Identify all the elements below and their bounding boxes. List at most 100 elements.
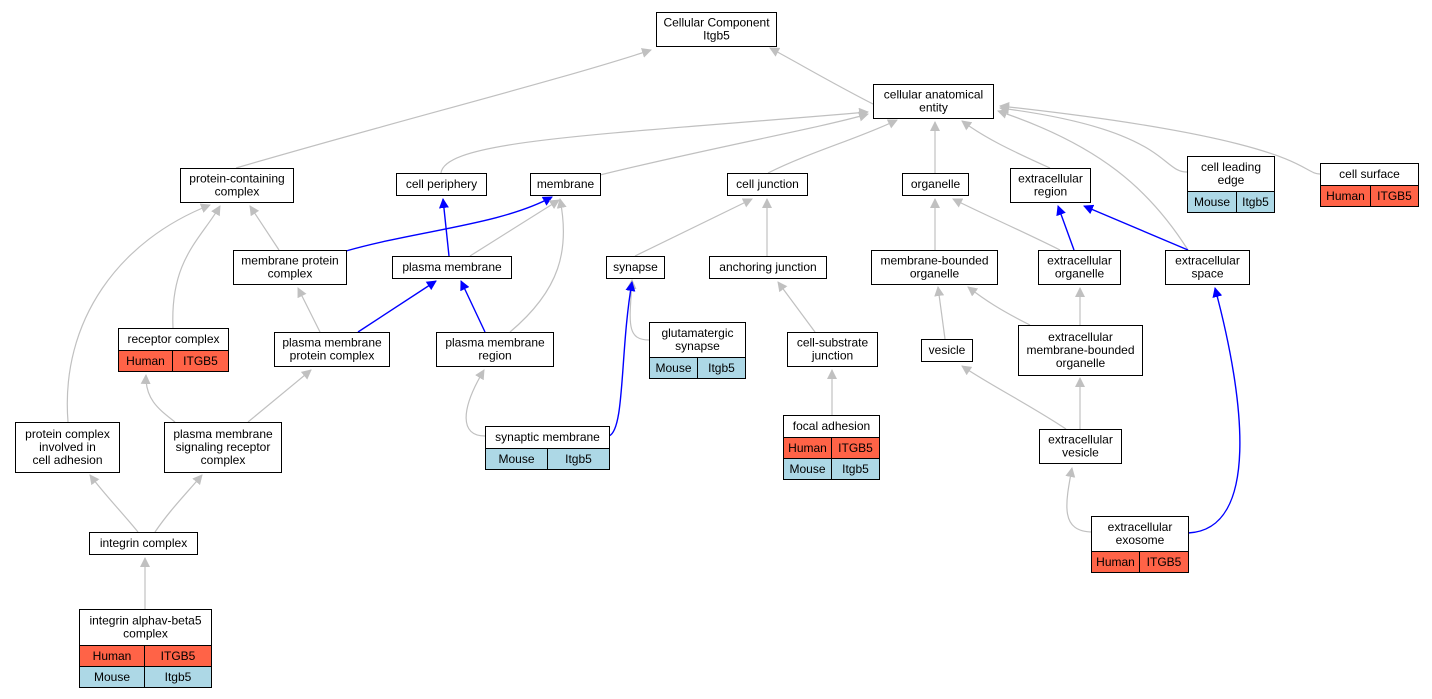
edge-exo-to-exsp — [1187, 287, 1241, 534]
node-label-line: synapse — [613, 260, 658, 274]
mouse-badge — [79, 666, 212, 688]
node-label-line: organelle — [1055, 267, 1105, 281]
node-label-line: cell surface — [1339, 167, 1400, 181]
edge-exmbo-to-mbo — [967, 286, 1031, 326]
node-pm: plasma membrane — [392, 256, 512, 279]
node-label-line: vesicle — [1062, 446, 1099, 460]
edge-synm-to-syn — [608, 281, 636, 437]
node-label-line: space — [1191, 267, 1223, 281]
badge-species: Mouse — [498, 452, 534, 466]
edge-exsp-to-cae — [997, 109, 1189, 251]
node-label-line: junction — [811, 349, 853, 363]
node-cjunc: cell junction — [727, 173, 808, 196]
mouse-badge — [1187, 191, 1275, 213]
edge-csurf-to-cae — [999, 102, 1321, 175]
node-label-line: organelle — [1056, 356, 1106, 370]
node-label-line: cell leading — [1201, 160, 1261, 174]
edge-pmr-to-memb — [509, 198, 567, 333]
node-label-line: edge — [1218, 173, 1245, 187]
edge-pmpc-to-mpc — [297, 287, 321, 333]
edge-exo-to-exves — [1065, 467, 1094, 533]
node-box — [89, 532, 198, 555]
node-label-line: cell adhesion — [32, 453, 102, 467]
node-label-line: plasma membrane — [445, 336, 545, 350]
edge-syn-to-cjunc — [634, 198, 753, 257]
node-label-line: complex — [268, 267, 313, 281]
badge-species: Human — [126, 354, 165, 368]
edge-pmr-to-pm — [460, 280, 486, 333]
node-label-line: cell-substrate — [797, 336, 869, 350]
node-label-line: protein-containing — [189, 172, 284, 186]
node-box — [709, 256, 827, 279]
node-box — [606, 256, 665, 279]
node-anj: anchoring junction — [709, 256, 827, 279]
node-box — [871, 250, 998, 285]
edge-memb-to-cae — [595, 111, 869, 177]
edge-pm-to-cper — [438, 198, 450, 257]
node-label-line: Cellular Component — [663, 16, 770, 30]
node-label-line: cellular anatomical — [884, 88, 983, 102]
badge-gene: ITGB5 — [1147, 555, 1182, 569]
human-badge — [1320, 185, 1419, 207]
edge-cjunc-to-cae — [767, 119, 898, 174]
node-label-line: organelle — [910, 267, 960, 281]
edge-cae-to-root — [769, 47, 874, 105]
node-box — [15, 422, 120, 473]
node-organ: organelle — [902, 173, 969, 196]
node-intc: integrin complex — [89, 532, 198, 555]
node-cper: cell periphery — [396, 173, 487, 196]
node-label-line: anchoring junction — [719, 260, 816, 274]
edge-pmpc-to-pm — [357, 280, 437, 333]
node-label-line: protein complex — [290, 349, 375, 363]
node-label-line: cell periphery — [406, 177, 477, 191]
badge-species: Mouse — [789, 462, 825, 476]
node-box — [164, 422, 282, 473]
edge-pm-to-memb — [469, 199, 560, 257]
badge-species: Human — [788, 441, 827, 455]
node-label-line: extracellular — [1048, 330, 1113, 344]
edges-layer — [66, 47, 1321, 609]
node-box — [727, 173, 808, 196]
badge-species: Human — [1096, 555, 1135, 569]
edge-intc-to-pmsrc — [154, 474, 203, 533]
node-box — [902, 173, 969, 196]
badge-species: Mouse — [1194, 195, 1230, 209]
edge-cle-to-cae — [999, 104, 1188, 173]
node-box — [392, 256, 512, 279]
edge-synm-to-pmr — [465, 369, 486, 437]
edge-exreg-to-cae — [961, 120, 1051, 169]
node-label-line: region — [1034, 185, 1067, 199]
node-label-line: Itgb5 — [703, 29, 730, 43]
node-label-line: entity — [919, 101, 948, 115]
node-box — [787, 332, 878, 367]
edge-pcc-to-root — [235, 48, 652, 169]
edge-ves-to-mbo — [934, 286, 946, 340]
badge-gene: Itgb5 — [1242, 195, 1269, 209]
edge-intc-to-pcica — [89, 474, 139, 533]
edge-csj-to-anj — [777, 281, 816, 333]
node-label-line: extracellular — [1047, 254, 1112, 268]
badge-gene: ITGB5 — [838, 441, 873, 455]
edge-pmsrc-to-rc — [140, 374, 176, 423]
node-box — [1010, 168, 1091, 203]
node-label-line: membrane-bounded — [1026, 343, 1134, 357]
edge-exsp-to-exreg — [1083, 204, 1189, 251]
node-label-line: protein complex — [25, 427, 110, 441]
badge-gene: ITGB5 — [183, 354, 218, 368]
node-box — [1038, 250, 1121, 285]
